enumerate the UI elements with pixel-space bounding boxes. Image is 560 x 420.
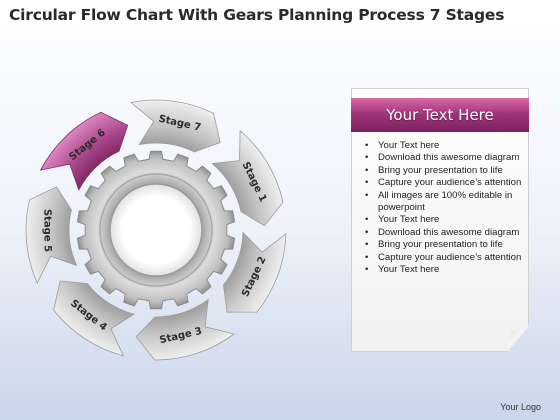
stage-5-label: Stage 5 bbox=[41, 209, 52, 252]
text-panel: Your Text Here Your Text here Download t… bbox=[351, 88, 529, 352]
stage-5-segment bbox=[25, 186, 78, 284]
stage-6-segment bbox=[39, 111, 129, 191]
stage-2-segment bbox=[223, 231, 287, 313]
gear-inner-ring bbox=[99, 173, 213, 287]
logo-text: Your Logo bbox=[500, 402, 541, 412]
panel-header: Your Text Here bbox=[351, 98, 529, 132]
stage-1-segment bbox=[211, 129, 284, 227]
list-item: Capture your audience’s attention bbox=[361, 252, 527, 265]
list-item: Your Text here bbox=[361, 214, 527, 227]
list-item: Your Text here bbox=[361, 140, 527, 153]
panel-title: Your Text Here bbox=[386, 106, 494, 124]
gear-hole bbox=[109, 183, 203, 277]
page-title: Circular Flow Chart With Gears Planning … bbox=[9, 6, 505, 24]
bullet-list: Your Text here Download this awesome dia… bbox=[361, 140, 527, 277]
list-item: Download this awesome diagram bbox=[361, 152, 527, 165]
stage-7-segment bbox=[129, 99, 221, 153]
list-item: Bring your presentation to life bbox=[361, 239, 527, 252]
list-item: Download this awesome diagram bbox=[361, 227, 527, 240]
stage-3-segment bbox=[135, 298, 235, 361]
list-item: Capture your audience’s attention bbox=[361, 177, 527, 190]
list-item: Your Text here bbox=[361, 264, 527, 277]
list-item: Bring your presentation to life bbox=[361, 165, 527, 178]
list-item: All images are 100% editable in powerpoi… bbox=[361, 190, 527, 215]
stage-4-segment bbox=[53, 280, 136, 357]
